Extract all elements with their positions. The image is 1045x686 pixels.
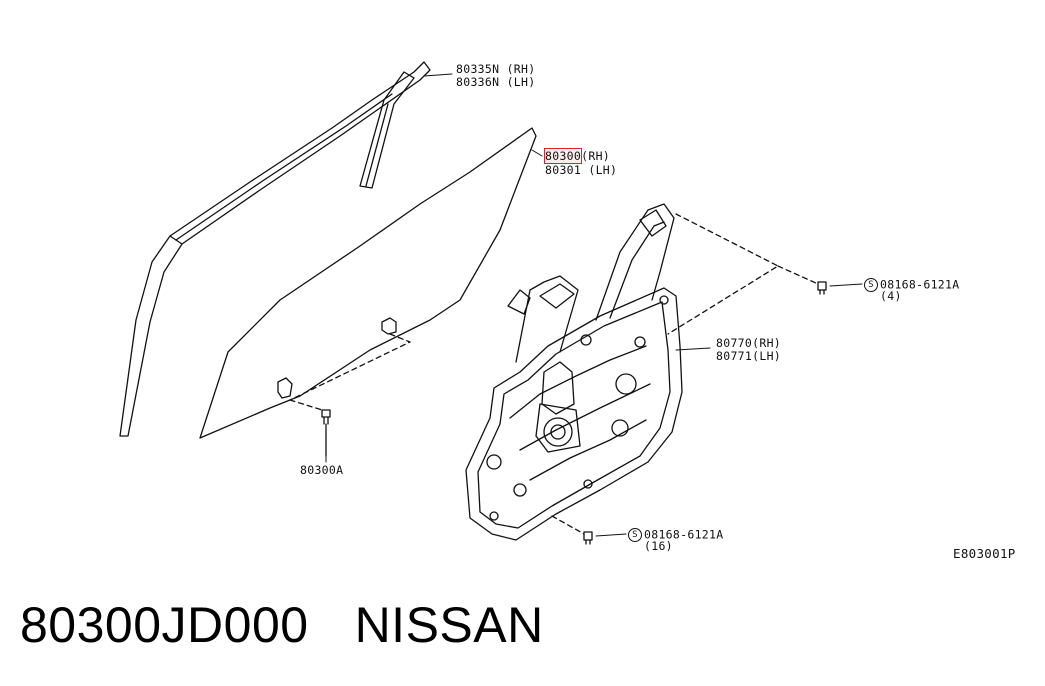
glass-run-moulding — [119, 61, 431, 437]
part-number: 80300JD000 — [20, 597, 309, 653]
label-glass-rh: 80300(RH) — [543, 148, 611, 164]
label-glass-rh-suffix: (RH) — [581, 149, 611, 163]
regulator-assembly — [465, 203, 683, 541]
label-bolt-bottom-qty: (16) — [644, 539, 673, 553]
label-glass-lh: 80301 (LH) — [545, 163, 618, 177]
highlighted-part-number[interactable]: 80300 — [543, 148, 583, 164]
brand-name: NISSAN — [354, 597, 544, 653]
service-symbol-icon: S — [864, 278, 878, 292]
label-regulator-lh: 80771(LH) — [716, 349, 782, 363]
label-moulding-lh: 80336N (LH) — [456, 75, 536, 89]
label-bolt-bottom-part: 08168-6121A — [644, 527, 724, 542]
glass-bolt — [321, 409, 331, 457]
part-title: 80300JD000 NISSAN — [20, 596, 590, 654]
service-symbol-icon: S — [628, 528, 642, 542]
leader-lines — [325, 73, 863, 537]
regulator-bolt-bottom — [583, 531, 593, 545]
label-regulator-rh: 80770(RH) — [716, 336, 782, 350]
label-glass-bolt: 80300A — [300, 463, 344, 477]
door-glass — [199, 127, 537, 439]
diagram-code: E803001P — [953, 546, 1016, 561]
label-bolt-top-qty: (4) — [880, 289, 902, 303]
glass-bolt-guides — [289, 333, 411, 411]
regulator-bolt-guides — [551, 213, 819, 535]
label-moulding-rh: 80335N (RH) — [456, 62, 536, 76]
label-bolt-top-part: 08168-6121A — [880, 277, 960, 292]
regulator-bolt-top — [817, 281, 827, 295]
